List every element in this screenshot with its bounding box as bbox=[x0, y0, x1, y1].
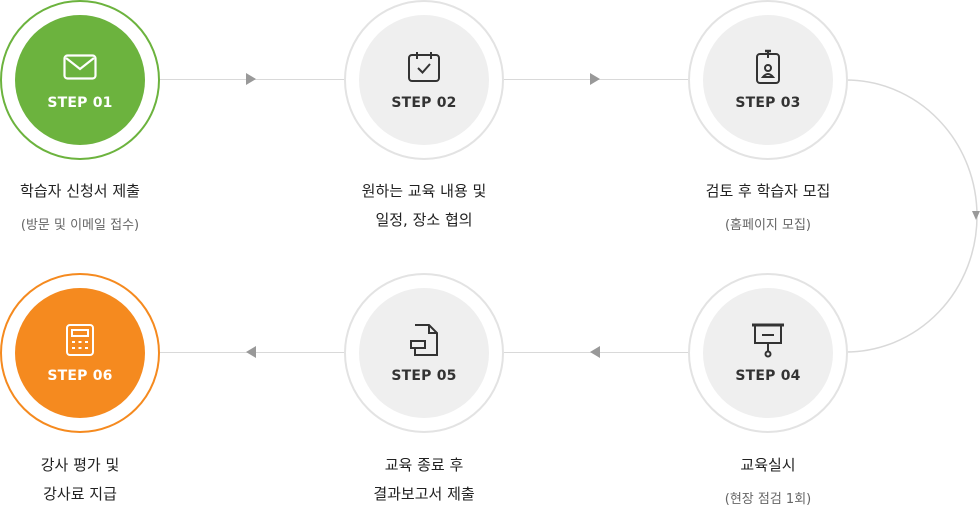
calendar-check-icon bbox=[406, 49, 442, 85]
step-04-circle: STEP 04 bbox=[688, 273, 848, 433]
mail-icon bbox=[62, 49, 98, 85]
step-label: STEP 04 bbox=[735, 368, 801, 384]
step-05-title-line1: 교육 종료 후 bbox=[384, 456, 464, 474]
step-01-circle: STEP 01 bbox=[0, 0, 160, 160]
step-label: STEP 05 bbox=[391, 368, 457, 384]
step-05-circle: STEP 05 bbox=[344, 273, 504, 433]
step-06-title-line1: 강사 평가 및 bbox=[40, 456, 120, 474]
step-label: STEP 06 bbox=[47, 368, 113, 384]
step-label: STEP 03 bbox=[735, 95, 801, 111]
arrow-left-icon bbox=[246, 346, 256, 358]
id-badge-icon bbox=[750, 49, 786, 85]
document-icon bbox=[406, 322, 442, 358]
step-02-title-line2: 일정, 장소 협의 bbox=[375, 211, 473, 229]
step-04-sub: (현장 점검 1회) bbox=[724, 492, 812, 507]
step-03-sub: (홈페이지 모집) bbox=[724, 218, 812, 233]
step-label: STEP 02 bbox=[391, 95, 457, 111]
arrow-right-icon bbox=[246, 73, 256, 85]
step-01-inner: STEP 01 bbox=[15, 15, 145, 145]
step-02-title-line1: 원하는 교육 내용 및 bbox=[361, 182, 487, 200]
step-label: STEP 01 bbox=[47, 95, 113, 111]
step-02-circle: STEP 02 bbox=[344, 0, 504, 160]
projector-screen-icon bbox=[750, 322, 786, 358]
step-02-inner: STEP 02 bbox=[359, 15, 489, 145]
step-01-sub: (방문 및 이메일 접수) bbox=[20, 218, 140, 233]
step-06-inner: STEP 06 bbox=[15, 288, 145, 418]
calculator-icon bbox=[62, 322, 98, 358]
step-03-title: 검토 후 학습자 모집 bbox=[705, 182, 831, 200]
curve-connector bbox=[845, 79, 980, 353]
step-03-circle: STEP 03 bbox=[688, 0, 848, 160]
step-06-circle: STEP 06 bbox=[0, 273, 160, 433]
step-01-title: 학습자 신청서 제출 bbox=[20, 182, 140, 200]
arrow-left-icon bbox=[590, 346, 600, 358]
step-03-inner: STEP 03 bbox=[703, 15, 833, 145]
step-05-inner: STEP 05 bbox=[359, 288, 489, 418]
step-06-title-line2: 강사료 지급 bbox=[43, 485, 117, 503]
step-04-title: 교육실시 bbox=[740, 456, 796, 474]
arrow-right-icon bbox=[590, 73, 600, 85]
step-04-inner: STEP 04 bbox=[703, 288, 833, 418]
step-05-title-line2: 결과보고서 제출 bbox=[373, 485, 475, 503]
